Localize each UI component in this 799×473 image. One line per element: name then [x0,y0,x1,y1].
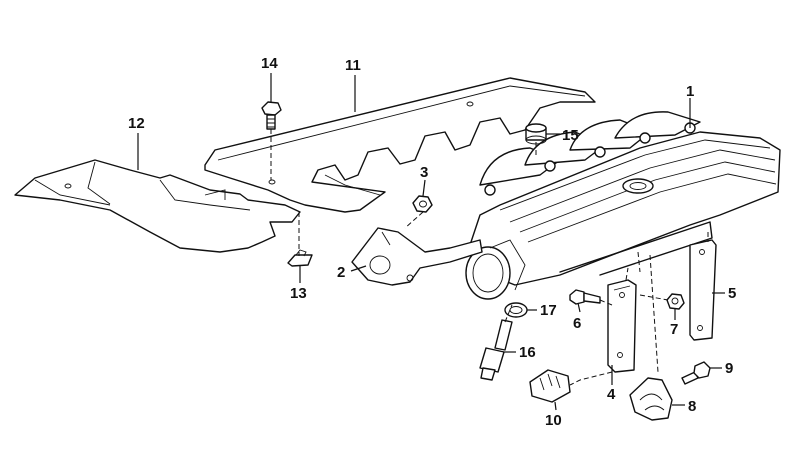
callout-7: 7 [670,321,678,338]
part-15-grommet [525,123,547,145]
part-4-bracket [607,279,637,373]
part-8-bracket-clip [629,377,673,421]
assembly-lines [270,129,709,386]
leader-lines [137,73,725,411]
part-13-clip-nut [287,249,313,267]
part-10-connector [529,369,571,403]
callout-14: 14 [261,55,278,72]
callout-11: 11 [345,57,361,74]
part-1-intake-manifold [465,111,781,300]
part-6-bolt [569,289,601,305]
callout-12: 12 [128,115,145,132]
callout-3: 3 [420,164,428,181]
part-14-bolt [261,101,282,130]
part-2-pipe-flange [351,227,483,286]
part-16-sensor [479,319,513,381]
callout-13: 13 [290,285,307,302]
part-3-nut [412,195,433,213]
callout-9: 9 [725,360,733,377]
callout-6: 6 [573,315,581,332]
part-12-heat-shield [14,159,301,253]
callout-16: 16 [519,344,536,361]
part-5-bracket [689,239,717,341]
callout-5: 5 [728,285,736,302]
callout-15: 15 [562,127,579,144]
callout-17: 17 [540,302,557,319]
callout-2: 2 [337,264,345,281]
callout-1: 1 [686,83,694,100]
callout-8: 8 [688,398,696,415]
callout-labels: 1 2 3 4 5 6 7 8 9 10 11 12 13 14 15 16 1… [128,55,736,429]
callout-4: 4 [607,386,616,403]
part-9-bolt [681,361,711,385]
part-7-nut [666,293,685,310]
callout-10: 10 [545,412,562,429]
part-11-upper-cover [204,77,596,213]
part-17-o-ring [504,302,528,318]
